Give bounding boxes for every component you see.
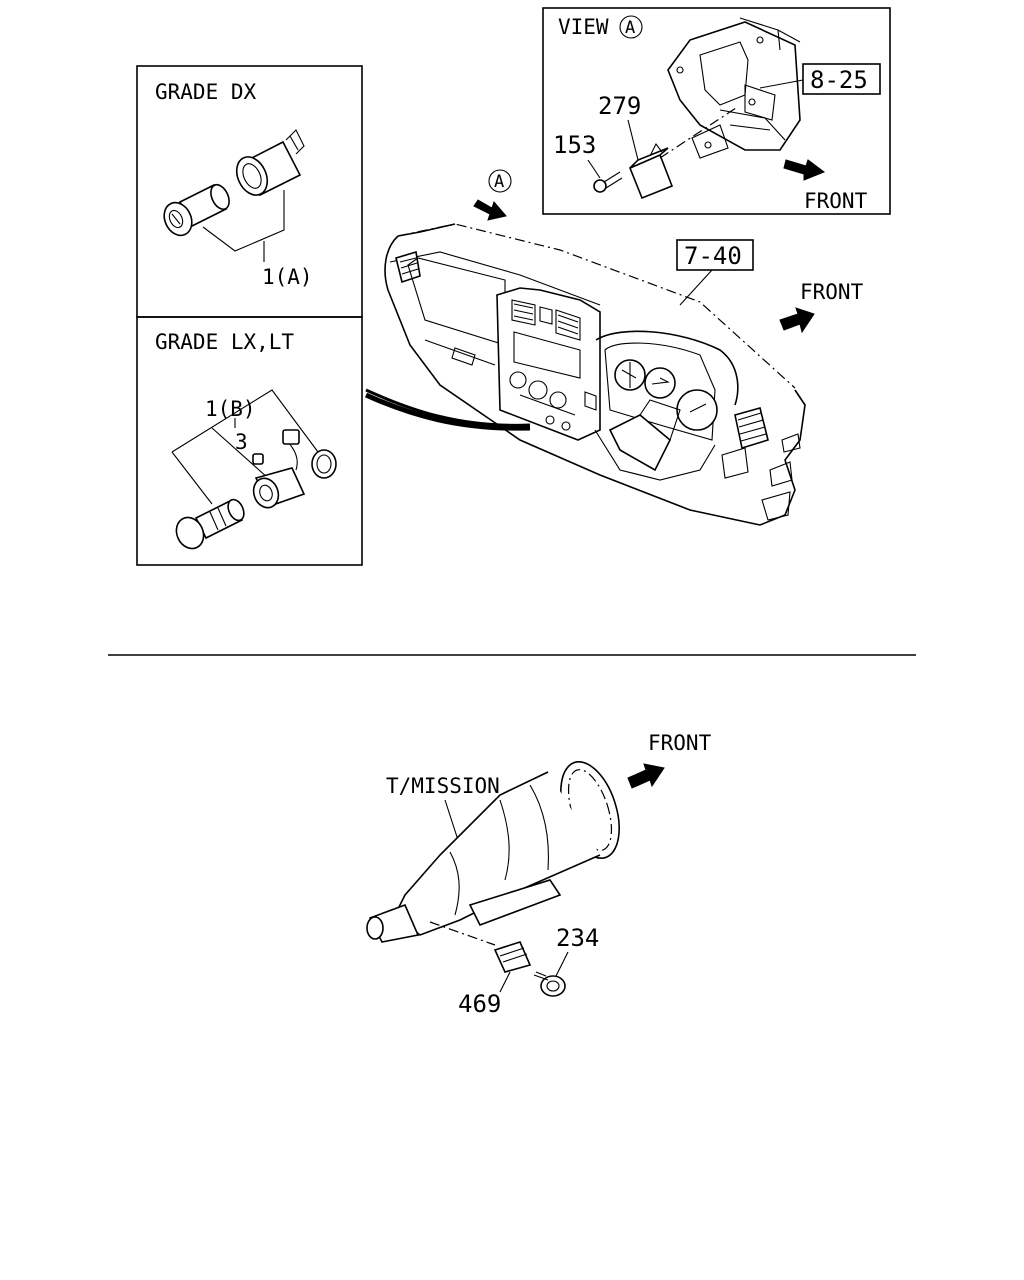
dashboard-ref-label: 7-40 xyxy=(684,242,742,270)
part-279-label: 279 xyxy=(598,92,641,120)
grade-dx-title: GRADE DX xyxy=(155,80,257,104)
grade-lx-part-label: 1(B) xyxy=(205,397,256,421)
transmission-label: T/MISSION xyxy=(386,774,500,798)
relay-part xyxy=(628,142,674,200)
view-a-panel: VIEW A 8-25 279 153 xyxy=(542,7,891,215)
dashboard-front-arrow xyxy=(779,307,815,334)
lighter-socket xyxy=(235,129,305,197)
lighter-socket-lx xyxy=(252,429,306,509)
bulb-part xyxy=(252,453,264,465)
retaining-ring xyxy=(311,449,337,479)
grade-lx-panel: GRADE LX,LT 1(B) 3 xyxy=(136,316,363,566)
part-469 xyxy=(493,941,532,973)
part-234-label: 234 xyxy=(556,924,599,952)
part-153-label: 153 xyxy=(553,131,596,159)
mounting-bracket xyxy=(667,17,801,159)
lighter-plug xyxy=(163,183,230,237)
lighter-plug-lx xyxy=(175,498,245,550)
view-a-circle-letter: A xyxy=(625,18,635,38)
view-a-title: VIEW xyxy=(558,15,609,39)
transmission-assembly: T/MISSION FRONT 469 234 xyxy=(366,731,712,1018)
grade-dx-part-label: 1(A) xyxy=(262,265,313,289)
grade-lx-sub-part-label: 3 xyxy=(235,430,248,454)
view-a-marker-letter: A xyxy=(494,172,504,192)
grade-dx-panel: GRADE DX 1(A) xyxy=(136,65,363,318)
view-a-marker-arrow xyxy=(473,199,507,221)
grade-lx-title: GRADE LX,LT xyxy=(155,330,294,354)
dashboard-front-label: FRONT xyxy=(800,280,864,304)
view-a-ref-label: 8-25 xyxy=(810,66,868,94)
transmission-front-label: FRONT xyxy=(648,731,712,755)
dashboard-assembly: A 7-40 FRONT xyxy=(364,169,864,526)
part-234 xyxy=(533,971,566,997)
gauge-right xyxy=(676,389,718,431)
view-a-front-label: FRONT xyxy=(804,189,868,213)
view-a-front-arrow xyxy=(783,159,826,181)
screw-part xyxy=(593,171,623,193)
part-469-label: 469 xyxy=(458,990,501,1018)
transmission-front-arrow xyxy=(627,763,665,789)
